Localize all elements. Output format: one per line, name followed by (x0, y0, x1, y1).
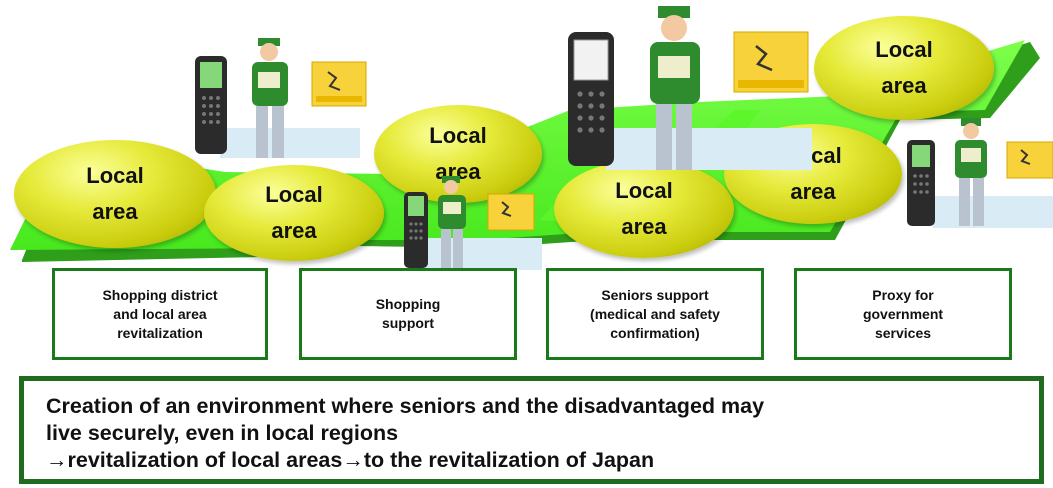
delivery-worker-illustration (568, 6, 812, 170)
member-card-icon (1006, 141, 1053, 179)
delivery-worker-illustration (404, 176, 542, 270)
delivery-worker-illustration (195, 38, 367, 158)
member-card-icon (311, 61, 367, 107)
worker-figure-icon (955, 118, 987, 226)
summary-banner: Creation of an environment where seniors… (19, 376, 1044, 484)
banner-line: live securely, even in local regions (46, 421, 399, 445)
worker-figure-icon (650, 6, 700, 170)
member-card-icon (487, 193, 535, 231)
delivery-worker-illustration (907, 118, 1053, 228)
worker-figure-icon (252, 38, 288, 158)
member-card-icon (733, 31, 809, 93)
handheld-terminal-icon (404, 192, 428, 268)
handheld-terminal-icon (568, 32, 614, 166)
worker-figure-icon (438, 176, 466, 269)
banner-line: Creation of an environment where seniors… (46, 394, 765, 418)
handheld-terminal-icon (907, 140, 935, 226)
banner-line: →revitalization of local areas→to the re… (46, 448, 655, 472)
handheld-terminal-icon (195, 56, 227, 154)
